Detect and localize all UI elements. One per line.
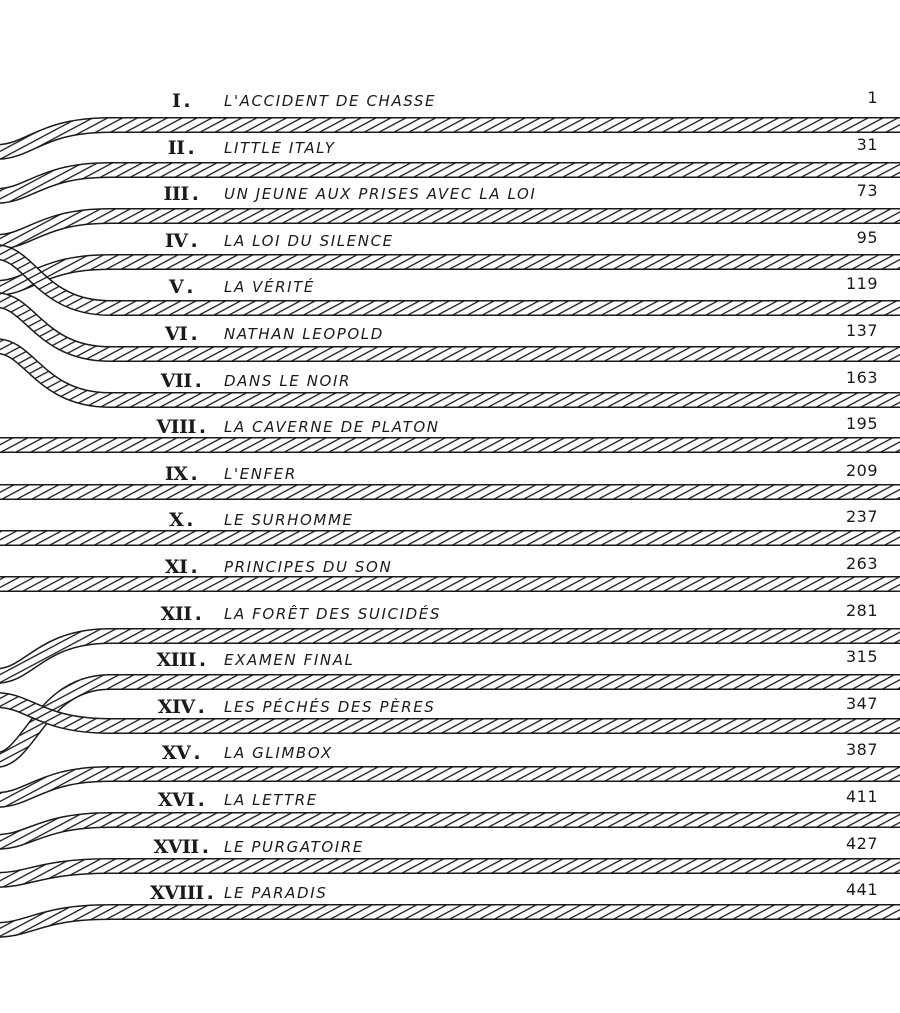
chapter-title: LES PÉCHÉS DES PÈRES <box>224 697 436 716</box>
chapter-numeral: X <box>150 505 212 535</box>
page-number: 119 <box>845 274 878 294</box>
chapter-title: LA LETTRE <box>224 791 318 809</box>
page-number: 237 <box>845 507 878 527</box>
chapter-title: LE PURGATOIRE <box>224 837 364 856</box>
page-number: 195 <box>845 414 878 434</box>
chapter-title: LE SURHOMME <box>224 511 354 530</box>
toc-entry[interactable]: II LITTLE ITALY 31 <box>0 133 900 163</box>
chapter-numeral: III <box>150 179 212 209</box>
chapter-title: LA GLIMBOX <box>224 744 333 763</box>
rope-strand <box>0 339 900 407</box>
rope-strand <box>0 813 900 849</box>
page-number: 427 <box>845 833 878 853</box>
rope-strand <box>0 629 900 683</box>
rope-strand <box>0 118 900 159</box>
chapter-title: NATHAN LEOPOLD <box>224 325 384 343</box>
chapter-title: LE PARADIS <box>224 884 328 903</box>
chapter-title: UN JEUNE AUX PRISES AVEC LA LOI <box>224 185 537 204</box>
toc-entry[interactable]: IV LA LOI DU SILENCE 95 <box>0 226 900 256</box>
chapter-title: LA FORÊT DES SUICIDÉS <box>224 604 441 623</box>
rope-strand <box>0 209 900 249</box>
page-number: 1 <box>867 88 878 107</box>
chapter-numeral: VIII <box>150 412 212 442</box>
toc-entry[interactable]: XV LA GLIMBOX 387 <box>0 738 900 768</box>
rope-strand <box>0 163 900 203</box>
toc-entry[interactable]: III UN JEUNE AUX PRISES AVEC LA LOI 73 <box>0 179 900 209</box>
page-number: 441 <box>845 880 878 900</box>
chapter-title: PRINCIPES DU SON <box>224 558 393 576</box>
chapter-numeral: V <box>150 272 212 302</box>
rope-strand <box>0 905 900 937</box>
chapter-numeral: XIV <box>150 692 212 722</box>
chapter-numeral: IX <box>150 459 212 489</box>
chapter-numeral: VI <box>150 319 212 349</box>
chapter-numeral: XVI <box>150 785 212 815</box>
chapter-title: LITTLE ITALY <box>224 138 336 157</box>
rope-strands <box>0 117 900 938</box>
chapter-numeral: IV <box>150 226 212 256</box>
toc-entry[interactable]: XIV LES PÉCHÉS DES PÈRES 347 <box>0 692 900 722</box>
page-number: 31 <box>856 134 878 154</box>
page-number: 95 <box>856 227 878 247</box>
rope-strand <box>0 693 900 733</box>
toc-entry[interactable]: I L'ACCIDENT DE CHASSE 1 <box>0 86 900 116</box>
toc-entry[interactable]: XVII LE PURGATOIRE 427 <box>0 832 900 862</box>
page-number: 315 <box>845 647 878 667</box>
page-number: 281 <box>845 600 878 620</box>
page-number: 137 <box>845 321 878 340</box>
page-number: 347 <box>845 693 878 713</box>
rope-strand <box>0 245 900 315</box>
chapter-title: L'ACCIDENT DE CHASSE <box>224 92 437 110</box>
chapter-numeral: I <box>150 86 212 116</box>
page-number: 263 <box>845 554 878 573</box>
chapter-numeral: VII <box>150 366 212 396</box>
toc-entry[interactable]: IX L'ENFER 209 <box>0 459 900 489</box>
chapter-title: L'ENFER <box>224 464 297 483</box>
chapter-numeral: XVII <box>150 832 212 862</box>
toc-entry[interactable]: VIII LA CAVERNE DE PLATON 195 <box>0 412 900 442</box>
chapter-title: LA LOI DU SILENCE <box>224 231 394 250</box>
toc-entry[interactable]: XVIII LE PARADIS 441 <box>0 878 900 908</box>
chapter-numeral: XV <box>150 738 212 768</box>
chapter-numeral: XVIII <box>150 878 212 908</box>
chapter-title: EXAMEN FINAL <box>224 651 355 670</box>
chapter-title: DANS LE NOIR <box>224 371 351 390</box>
toc-entry[interactable]: XIII EXAMEN FINAL 315 <box>0 645 900 675</box>
toc-entry[interactable]: V LA VÉRITÉ 119 <box>0 272 900 302</box>
chapter-numeral: II <box>150 133 212 163</box>
rope-strand <box>0 293 900 361</box>
page-number: 387 <box>845 740 878 760</box>
chapter-title: LA VÉRITÉ <box>224 278 316 297</box>
rope-strand <box>0 767 900 807</box>
toc-entry[interactable]: X LE SURHOMME 237 <box>0 505 900 535</box>
chapter-numeral: XII <box>150 599 212 629</box>
chapter-numeral: XI <box>150 552 212 582</box>
toc-entry[interactable]: XI PRINCIPES DU SON 263 <box>0 552 900 582</box>
chapter-title: LA CAVERNE DE PLATON <box>224 418 440 437</box>
page-number: 73 <box>856 181 878 201</box>
page-number: 411 <box>845 787 878 806</box>
rope-strand <box>0 859 900 887</box>
page-number: 209 <box>845 460 878 480</box>
toc-entry[interactable]: VII DANS LE NOIR 163 <box>0 366 900 396</box>
toc-entry[interactable]: XII LA FORÊT DES SUICIDÉS 281 <box>0 599 900 629</box>
toc-entry[interactable]: XVI LA LETTRE 411 <box>0 785 900 815</box>
chapter-numeral: XIII <box>150 645 212 675</box>
page-number: 163 <box>845 367 878 387</box>
toc-entry[interactable]: VI NATHAN LEOPOLD 137 <box>0 319 900 349</box>
